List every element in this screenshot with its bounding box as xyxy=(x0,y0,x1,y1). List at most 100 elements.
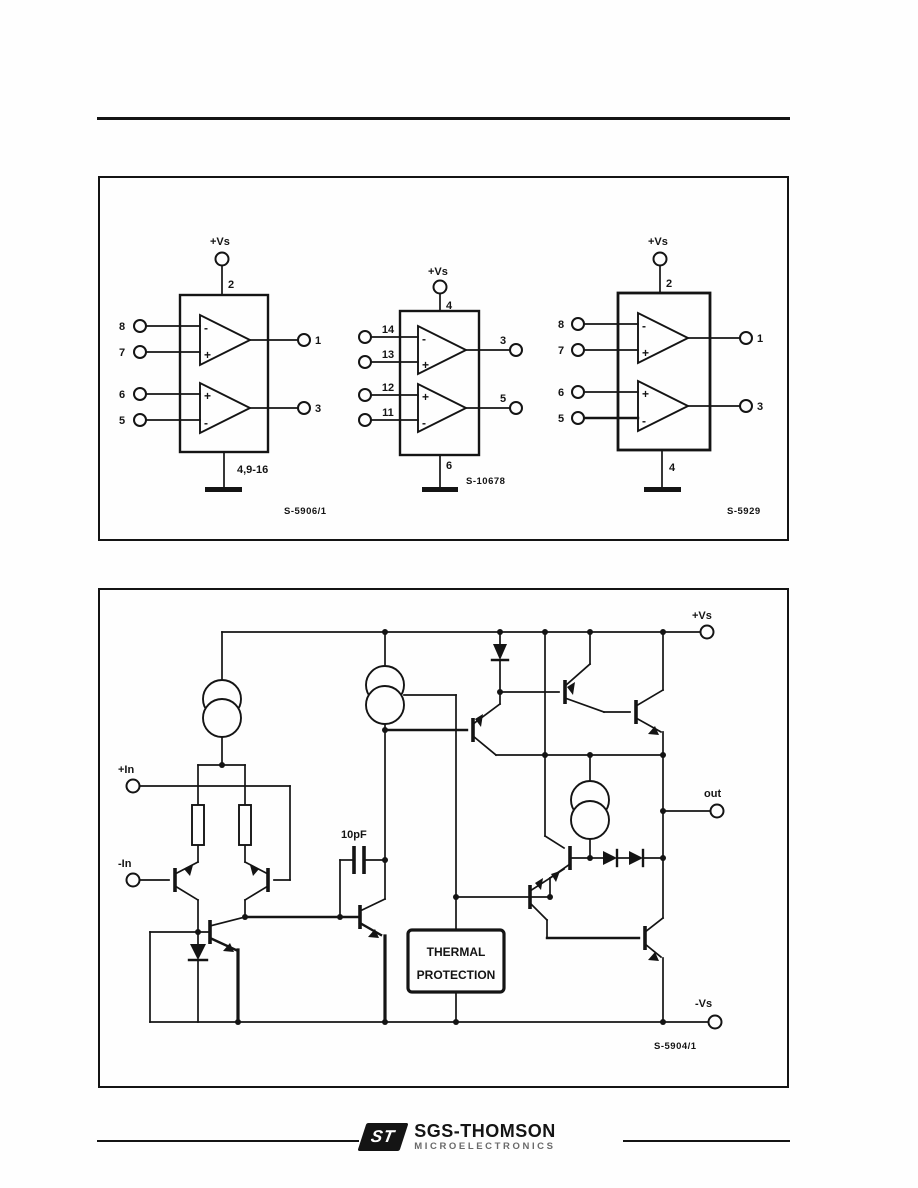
supply-pin-number: 2 xyxy=(228,279,234,291)
inminus-terminal xyxy=(125,872,141,888)
footer-logo: ST SGS-THOMSON MICROELECTRONICS xyxy=(0,1112,918,1162)
pin-number: 12 xyxy=(382,382,394,394)
current-source-1 xyxy=(202,679,242,738)
pin-number: 6 xyxy=(119,389,125,401)
vplus-label: +Vs xyxy=(692,610,712,622)
ground-pins-label: 4,9-16 xyxy=(237,464,268,476)
capacitor-value-label: 10pF xyxy=(341,829,367,841)
supply-pin-number: 2 xyxy=(666,278,672,290)
pin-terminal xyxy=(571,317,585,331)
supply-pin-number: 4 xyxy=(446,300,453,312)
opamp-2: + - 6 5 3 xyxy=(119,381,321,435)
input-sign: - xyxy=(204,416,208,430)
internal-schematic: 10pF xyxy=(118,610,725,1052)
input-sign: - xyxy=(642,319,646,333)
diode-right-2 xyxy=(629,848,645,868)
pin-number: 3 xyxy=(757,401,763,413)
output-terminal xyxy=(739,399,753,413)
pin-terminal xyxy=(358,330,372,344)
input-sign: + xyxy=(422,390,429,404)
current-source-3 xyxy=(570,780,610,840)
st-logo-monogram: ST xyxy=(369,1127,397,1146)
st-logo-icon: ST xyxy=(357,1123,409,1151)
supply-terminal xyxy=(432,279,448,295)
junction-dots xyxy=(195,629,666,1025)
pin-terminal xyxy=(133,387,147,401)
vminus-terminal xyxy=(707,1014,723,1030)
pin-number: 13 xyxy=(382,349,394,361)
figure-caption: S-5904/1 xyxy=(654,1041,697,1052)
package-outline xyxy=(398,309,481,457)
vminus-label: -Vs xyxy=(695,998,712,1010)
pin-number: 6 xyxy=(558,387,564,399)
pin-number: 3 xyxy=(500,335,506,347)
pin-number: 5 xyxy=(500,393,506,405)
figure-caption: S-5906/1 xyxy=(284,506,327,517)
ground-pins-label: 6 xyxy=(446,460,452,472)
input-sign: + xyxy=(204,348,211,362)
thermal-block-line2: PROTECTION xyxy=(417,968,496,982)
pin-number: 14 xyxy=(382,324,395,336)
pin-number: 7 xyxy=(558,345,564,357)
supply-label: +Vs xyxy=(428,266,448,278)
supply-label: +Vs xyxy=(648,236,668,248)
ground-symbol xyxy=(205,487,242,492)
brand-name: SGS-THOMSON xyxy=(414,1121,556,1142)
input-sign: + xyxy=(642,387,649,401)
resistor xyxy=(191,804,205,846)
opamp-2: + - 6 5 3 xyxy=(558,379,763,433)
pin-number: 5 xyxy=(119,415,125,427)
output-terminal xyxy=(297,333,311,347)
supply-terminal xyxy=(652,251,668,267)
ground-symbol xyxy=(644,487,681,492)
input-sign: - xyxy=(422,332,426,346)
pin-terminal xyxy=(571,411,585,425)
pin-terminal xyxy=(571,385,585,399)
diode-down-top xyxy=(490,644,510,662)
opamp-1: - + 14 13 3 xyxy=(358,324,523,376)
pinout-diagram-1: +Vs 2 - + 8 7 1 xyxy=(119,236,327,517)
inminus-label: -In xyxy=(118,858,132,870)
output-terminal xyxy=(739,331,753,345)
supply-label: +Vs xyxy=(210,236,230,248)
pinout-diagram-3: +Vs 2 - + 8 7 1 + - xyxy=(558,236,763,517)
input-sign: - xyxy=(422,416,426,430)
ground-symbol xyxy=(422,487,458,492)
package-outline xyxy=(178,293,270,454)
opamp-1: - + 8 7 1 xyxy=(558,311,763,365)
pin-terminal xyxy=(133,345,147,359)
pin-terminal xyxy=(133,319,147,333)
brand-tagline: MICROELECTRONICS xyxy=(414,1141,556,1153)
footer-rule-left xyxy=(97,1140,359,1142)
output-terminal xyxy=(509,343,523,357)
header-rule xyxy=(97,117,790,120)
emitter-arrows xyxy=(184,682,659,961)
diode-right-1 xyxy=(603,848,619,868)
pin-terminal xyxy=(358,388,372,402)
supply-terminal xyxy=(214,251,230,267)
inplus-label: +In xyxy=(118,764,134,776)
pin-number: 7 xyxy=(119,347,125,359)
pin-connections-diagram: +Vs 2 - + 8 7 1 xyxy=(119,236,763,517)
input-sign: + xyxy=(204,389,211,403)
pin-number: 8 xyxy=(119,321,125,333)
pin-number: 8 xyxy=(558,319,564,331)
output-terminal xyxy=(297,401,311,415)
input-sign: - xyxy=(204,321,208,335)
vplus-terminal xyxy=(699,624,715,640)
inplus-terminal xyxy=(125,778,141,794)
pin-number: 11 xyxy=(382,407,394,419)
opamp-1: - + 8 7 1 xyxy=(119,313,321,367)
pin-number: 5 xyxy=(558,413,564,425)
diode-down-left xyxy=(187,944,209,962)
resistor xyxy=(238,804,252,846)
opamp-2: + - 12 11 5 xyxy=(358,382,523,434)
ground-pins-label: 4 xyxy=(669,462,676,474)
output-label: out xyxy=(704,788,721,800)
figure-caption: S-5929 xyxy=(727,506,761,517)
pin-terminal xyxy=(133,413,147,427)
input-sign: + xyxy=(642,346,649,360)
current-source-2 xyxy=(365,665,405,725)
footer-rule-right xyxy=(623,1140,790,1142)
